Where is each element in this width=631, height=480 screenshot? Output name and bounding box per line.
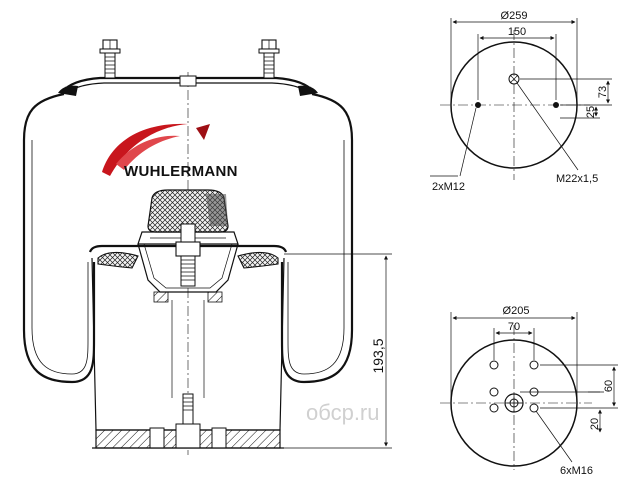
base-plate <box>92 423 284 449</box>
leader-2xm12 <box>459 107 477 177</box>
piston <box>88 243 288 431</box>
stud-bolt-right <box>258 39 280 79</box>
logo-swoosh-3 <box>196 124 210 140</box>
logo-swoosh-2 <box>116 135 180 170</box>
top-bolt-spacing-label: 150 <box>508 26 526 38</box>
top-bolt-thread-label: 2xM12 <box>432 181 465 193</box>
air-fitting <box>179 75 197 87</box>
top-bolt-hole-right <box>553 102 559 108</box>
bottom-bolt-hole-3 <box>489 387 499 397</box>
top-diameter-label: Ø259 <box>501 10 528 22</box>
top-plate-view: Ø259 150 73 25 2xM12 M22x1,5 <box>430 10 612 193</box>
top-offset-73-label: 73 <box>597 86 609 98</box>
side-view: 193,5 <box>22 39 392 455</box>
top-offset-25-label: 25 <box>585 106 597 118</box>
central-stud <box>175 223 201 287</box>
bottom-diameter-label: Ø205 <box>503 305 530 317</box>
air-fitting-hole <box>508 73 520 85</box>
bottom-offset-20-label: 20 <box>589 418 601 430</box>
stud-bolt-left <box>99 39 121 79</box>
top-mounting-plate <box>58 75 318 96</box>
lower-bolt <box>182 393 194 425</box>
bottom-bolt-hole-5 <box>489 403 499 413</box>
air-fitting-thread-label: M22x1,5 <box>556 173 598 185</box>
watermark: oбсp.ru <box>306 400 380 425</box>
bottom-spacing-70-label: 70 <box>508 321 520 333</box>
height-dimension: 193,5 <box>284 253 392 449</box>
bottom-plate-view: Ø205 70 60 20 6xM16 <box>440 305 618 477</box>
bottom-bolt-hole-6 <box>529 403 539 413</box>
top-bolt-hole-left <box>475 102 481 108</box>
logo-swoosh-1 <box>102 123 188 176</box>
rubber-bellow <box>22 92 354 384</box>
bottom-offset-60-label: 60 <box>603 380 615 392</box>
piston-bead-right <box>237 251 279 269</box>
piston-bead-left <box>97 251 139 269</box>
leader-m22 <box>516 82 579 171</box>
bump-stop <box>137 189 239 245</box>
leader-6xm16 <box>535 410 573 463</box>
height-label: 193,5 <box>370 338 386 373</box>
bottom-bolt-thread-label: 6xM16 <box>560 465 593 477</box>
brand-logo: WUHLERMANN <box>102 123 238 180</box>
bottom-bolt-hole-1 <box>489 360 499 370</box>
brand-name: WUHLERMANN <box>124 163 238 180</box>
bottom-plate-outline <box>450 339 578 467</box>
bottom-bolt-hole-2 <box>529 360 539 370</box>
